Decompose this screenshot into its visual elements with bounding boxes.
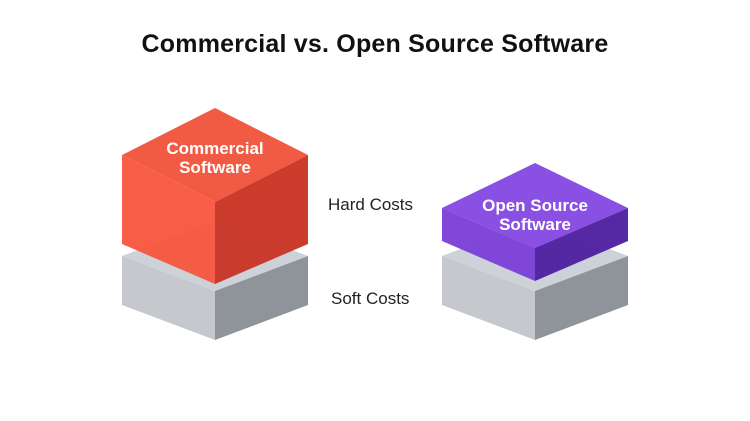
commercial-label-line1: Commercial xyxy=(166,139,264,158)
commercial-label-line2: Software xyxy=(179,158,251,177)
open-source-slab-left xyxy=(442,208,535,281)
soft-costs-label: Soft Costs xyxy=(331,289,410,308)
open-source-software-label: Open Source Software xyxy=(463,196,607,234)
commercial-soft-right xyxy=(215,256,308,340)
open-source-label-line2: Software xyxy=(499,215,571,234)
open-source-soft-right xyxy=(535,256,628,340)
open-source-label-line1: Open Source xyxy=(482,196,588,215)
diagram-title: Commercial vs. Open Source Software xyxy=(141,30,609,58)
open-source-slab-right xyxy=(535,208,628,281)
commercial-software-label: Commercial Software xyxy=(145,139,285,177)
commercial-soft-left xyxy=(122,256,215,340)
open-source-slab-top xyxy=(442,163,628,248)
commercial-cube-right xyxy=(215,155,308,284)
commercial-hard-cost-cube xyxy=(122,108,308,284)
commercial-cube-left xyxy=(122,155,215,284)
open-source-hard-cost-slab xyxy=(442,163,628,281)
open-source-soft-left xyxy=(442,256,535,340)
hard-costs-label: Hard Costs xyxy=(328,195,414,214)
